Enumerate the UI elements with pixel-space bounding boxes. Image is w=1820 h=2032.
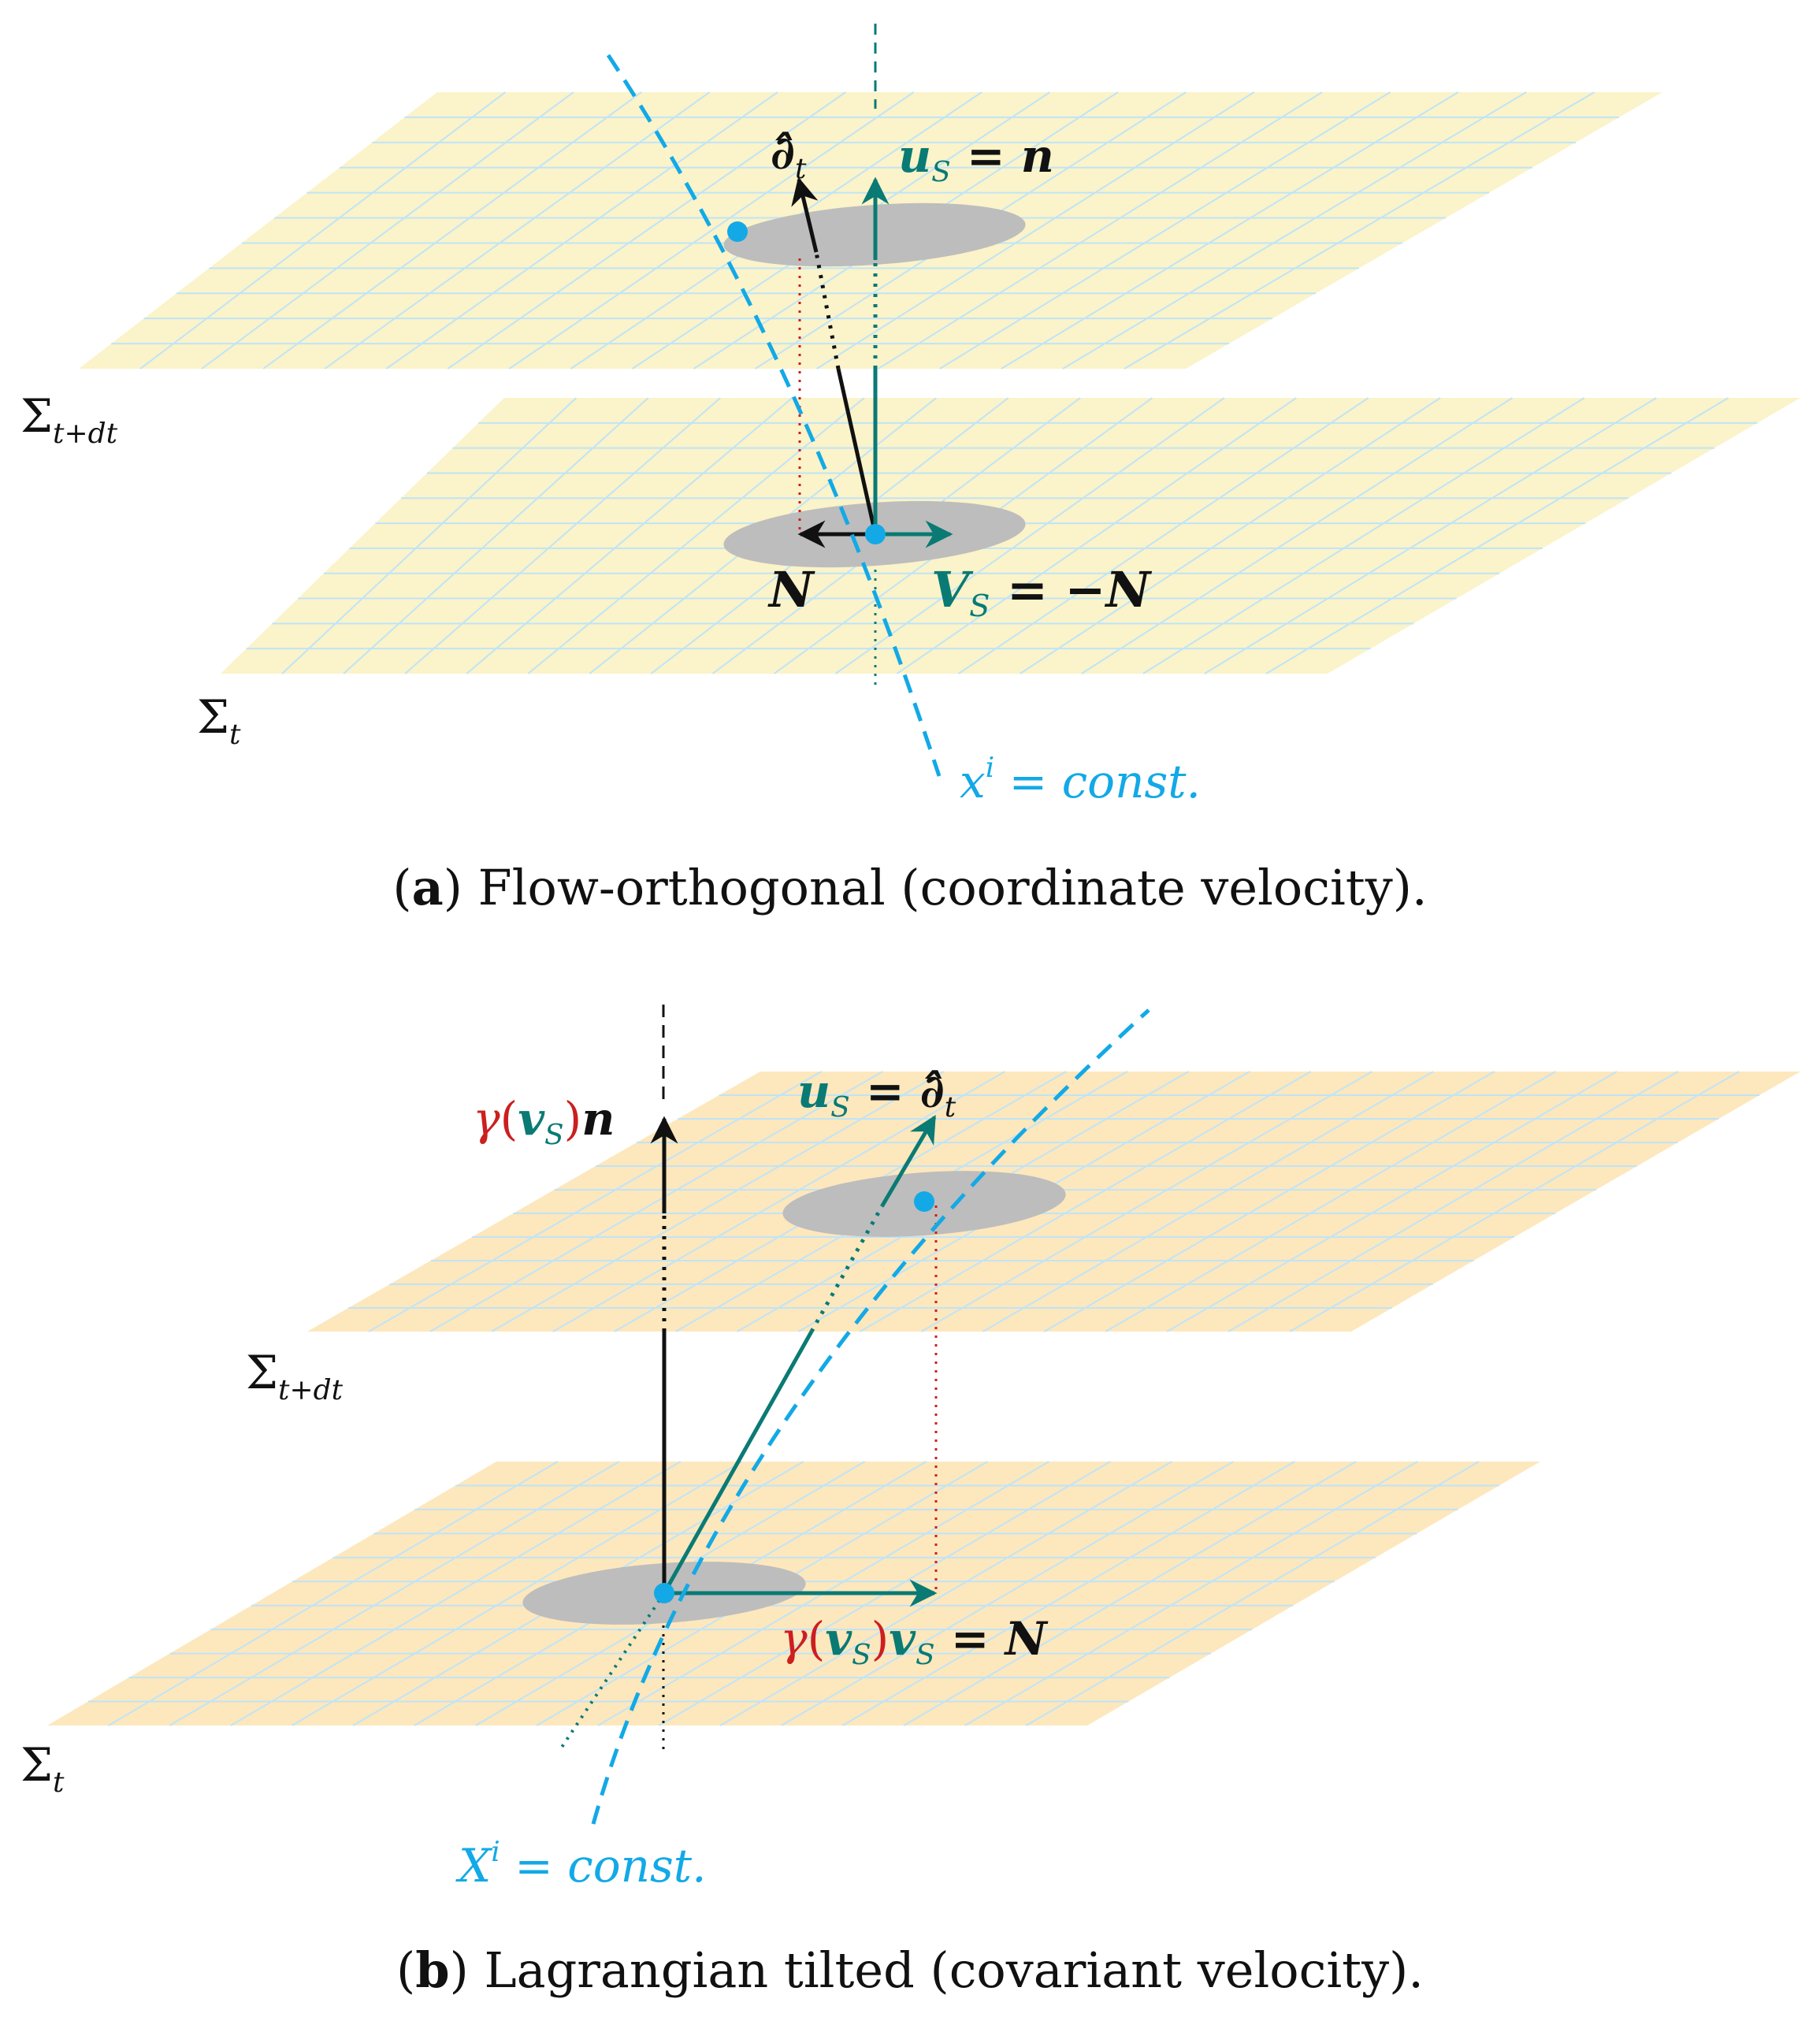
grid-line-slanted — [491, 1071, 945, 1332]
grid-line-slanted — [262, 91, 642, 370]
grid-line-slanted — [429, 1071, 883, 1332]
grid-line-slanted — [1105, 1071, 1556, 1332]
u-s-tilted-arrow-dotted — [809, 1204, 885, 1333]
coordinate-label-a: xi = const. — [960, 752, 1201, 808]
gamma-v-equals-n-label: γ(vS)vS = N — [780, 1612, 1049, 1671]
grid-line-slanted — [719, 1461, 1172, 1726]
grid-line-slanted — [108, 1461, 559, 1726]
gamma-n-label: γ(vS)n — [473, 1092, 615, 1151]
grid-line-slanted — [859, 1071, 1312, 1332]
grid-line-slanted — [404, 397, 721, 674]
grid-line-slanted — [781, 1461, 1234, 1726]
grid-line-slanted — [466, 397, 793, 674]
grid-line-slanted — [1025, 1461, 1480, 1726]
u-s-tilted-arrow-head — [880, 1114, 937, 1207]
grid-line-slanted — [139, 91, 506, 370]
v-s-equals-minus-n-label: VS = −N — [931, 561, 1153, 624]
grid-line-slanted — [385, 91, 778, 370]
grid-line-slanted — [1043, 1071, 1495, 1332]
sigma-b-bottom-label: Σt — [20, 1738, 65, 1799]
grid-line-slanted — [1265, 397, 1729, 674]
grid-line-slanted — [1289, 1071, 1740, 1332]
grid-line-slanted — [841, 1461, 1295, 1726]
grid-line-slanted — [903, 1461, 1357, 1726]
point-b-bottom — [654, 1583, 674, 1603]
panel-b: Σt+dt Σt γ(vS)n uS = ∂̂t γ(vS)vS = N Xi … — [20, 1005, 1800, 1999]
sigma-a-top-label: Σt+dt — [20, 389, 118, 450]
grid-line-slanted — [1142, 397, 1585, 674]
grid-line-slanted — [1166, 1071, 1618, 1332]
u-s-equals-d-hat-label: uS = ∂̂t — [797, 1064, 956, 1124]
grid-line-slanted — [834, 397, 1225, 674]
n-vector-label: N — [767, 561, 815, 619]
coordinate-line-a — [606, 54, 942, 777]
grid-line-slanted — [939, 91, 1391, 370]
grid-line-slanted — [920, 1071, 1372, 1332]
grid-line-slanted — [897, 397, 1297, 674]
u-s-backward-extension — [558, 1592, 666, 1752]
coordinate-line-b — [591, 1009, 1150, 1825]
grid-line-slanted — [343, 397, 649, 674]
grid-line-slanted — [982, 1071, 1434, 1332]
grid-line-slanted — [368, 1071, 823, 1332]
grid-line-slanted — [1001, 91, 1459, 370]
grid-line-slanted — [1020, 397, 1441, 674]
panel-a: Σt+dt Σt ∂̂t uS = n N VS = −N xi = const… — [20, 24, 1800, 916]
grid-line-slanted — [1204, 397, 1657, 674]
d-hat-arrow-solid — [836, 368, 878, 535]
u-s-tilted-arrow-solid — [662, 1330, 814, 1595]
grid-line-slanted — [878, 91, 1323, 370]
u-s-equals-n-label: uS = n — [898, 129, 1054, 188]
grid-line-slanted — [201, 91, 574, 370]
point-a-top — [727, 221, 748, 242]
grid-line-slanted — [281, 397, 578, 674]
grid-line-slanted — [527, 397, 865, 674]
grid-line-slanted — [292, 1461, 743, 1726]
caption-a: (a) Flow-orthogonal (coordinate velocity… — [392, 859, 1427, 916]
grid-line-slanted — [816, 91, 1255, 370]
grid-line-slanted — [169, 1461, 620, 1726]
sigma-b-top-label: Σt+dt — [246, 1346, 344, 1406]
coordinate-label-b: Xi = const. — [455, 1836, 707, 1893]
caption-b: (b) Lagrangian tilted (covariant velocit… — [396, 1941, 1424, 1999]
grid-line-slanted — [1062, 91, 1527, 370]
grid-line-slanted — [1228, 1071, 1679, 1332]
grid-line-slanted — [324, 91, 711, 370]
grid-line-slanted — [230, 1461, 682, 1726]
grid-line-slanted — [1124, 91, 1595, 370]
grid-line-slanted — [964, 1461, 1418, 1726]
point-a-bottom — [865, 524, 886, 544]
d-hat-arrow-head — [791, 176, 819, 253]
d-hat-label: ∂̂t — [771, 126, 807, 185]
grid-line-slanted — [958, 397, 1369, 674]
grid-line-slanted — [447, 91, 846, 370]
grid-line-slanted — [1081, 397, 1513, 674]
sigma-a-bottom-label: Σt — [197, 690, 241, 751]
grid-line-slanted — [508, 91, 915, 370]
point-b-top — [914, 1191, 934, 1212]
